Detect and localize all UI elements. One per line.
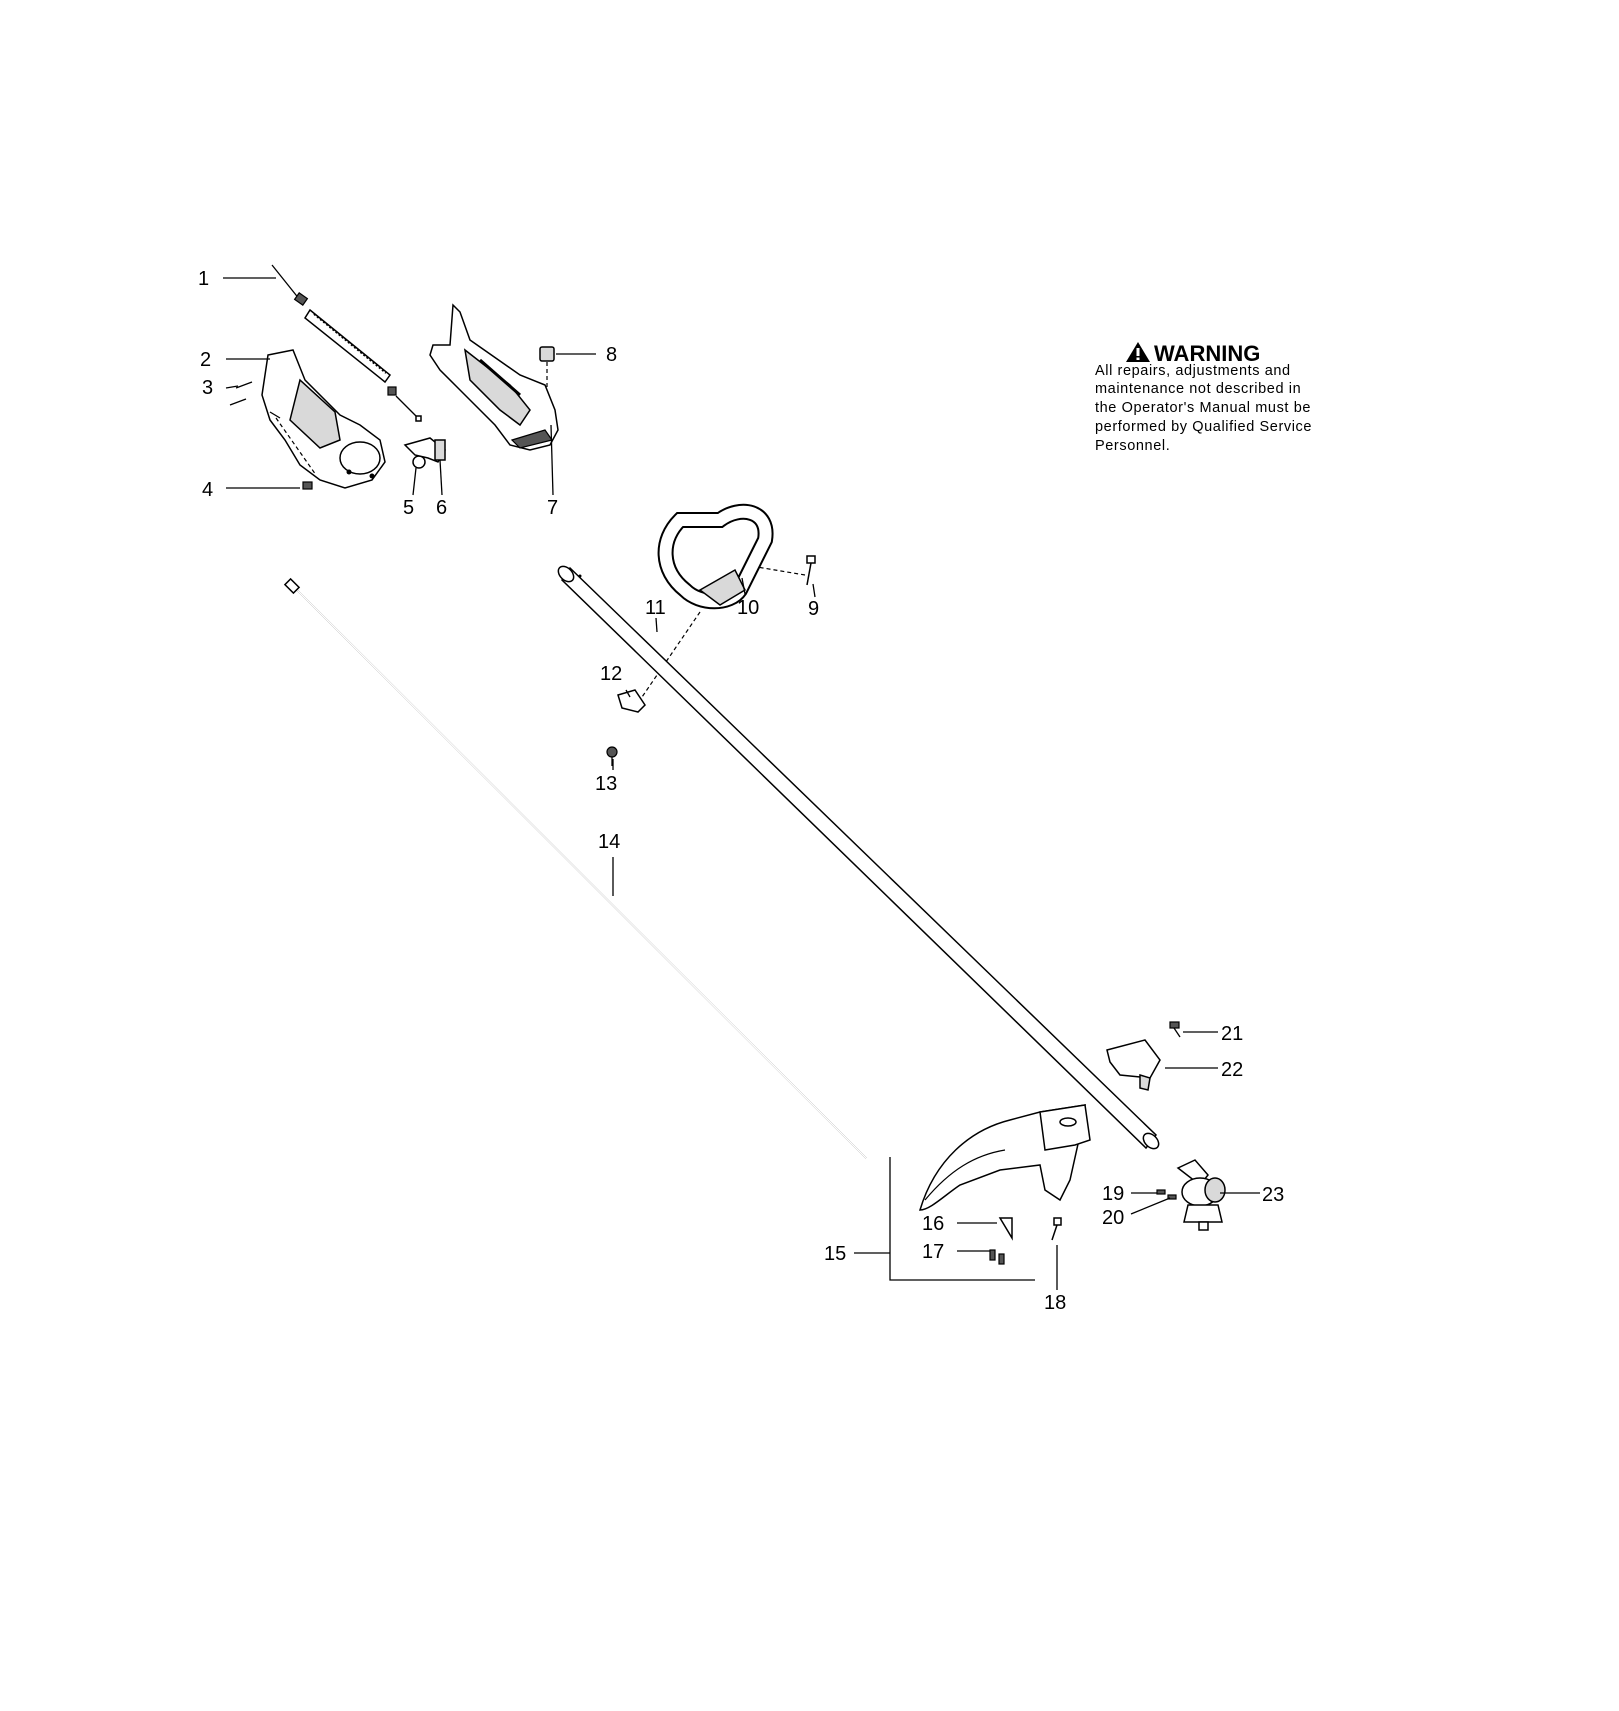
callout-22: 22 [1221, 1059, 1243, 1081]
callout-10: 10 [737, 597, 759, 619]
callout-4: 4 [202, 479, 213, 501]
callout-21: 21 [1221, 1023, 1243, 1045]
callout-15: 15 [824, 1243, 846, 1265]
callout-13: 13 [595, 773, 617, 795]
warning-line-3: the Operator's Manual must be [1095, 400, 1311, 416]
callout-19: 19 [1102, 1183, 1124, 1205]
screws [229, 381, 281, 419]
callout-14: 14 [598, 831, 620, 853]
warning-line-4: performed by Qualified Service [1095, 419, 1312, 435]
callout-12: 12 [600, 663, 622, 685]
warning-line-1: All repairs, adjustments and [1095, 363, 1291, 379]
gearhead-screws [1156, 1189, 1177, 1200]
callout-5: 5 [403, 497, 414, 519]
callout-17: 17 [922, 1241, 944, 1263]
callout-20: 20 [1102, 1207, 1124, 1229]
leader-lines [223, 277, 1260, 1290]
callout-3: 3 [202, 377, 213, 399]
handle [429, 303, 559, 451]
warning-notice: WARNING All repairs, adjustments and mai… [1095, 341, 1312, 454]
loop-handle [639, 503, 774, 701]
trigger-spring [403, 437, 446, 469]
callout-23: 23 [1262, 1184, 1284, 1206]
callout-6: 6 [436, 497, 447, 519]
guard-bracket [1106, 1039, 1161, 1091]
callout-11: 11 [645, 597, 666, 619]
grass-guard [918, 1104, 1091, 1211]
drive-shaft-tube [557, 565, 1160, 1150]
callout-16: 16 [922, 1213, 944, 1235]
callout-7: 7 [547, 497, 558, 519]
callout-1: 1 [198, 268, 209, 290]
warning-title: WARNING [1154, 341, 1260, 366]
screw-21 [1169, 1021, 1181, 1038]
knob [606, 746, 618, 766]
handle-housing [261, 349, 386, 489]
warning-triangle-icon [1126, 342, 1150, 362]
nut [275, 417, 317, 490]
throttle-cable [271, 264, 422, 422]
drive-shaft [283, 577, 867, 1159]
lock-button [539, 346, 555, 388]
callout-8: 8 [606, 344, 617, 366]
clamp [617, 689, 646, 713]
callout-18: 18 [1044, 1292, 1066, 1314]
warning-line-5: Personnel. [1095, 438, 1170, 454]
bolt-18 [1051, 1217, 1062, 1241]
warning-line-2: maintenance not described in [1095, 381, 1301, 397]
callout-9: 9 [808, 598, 819, 620]
gearhead [1176, 1159, 1226, 1231]
screws-17 [989, 1249, 1005, 1265]
line-cutter-blade [998, 1217, 1013, 1241]
callout-2: 2 [200, 349, 211, 371]
